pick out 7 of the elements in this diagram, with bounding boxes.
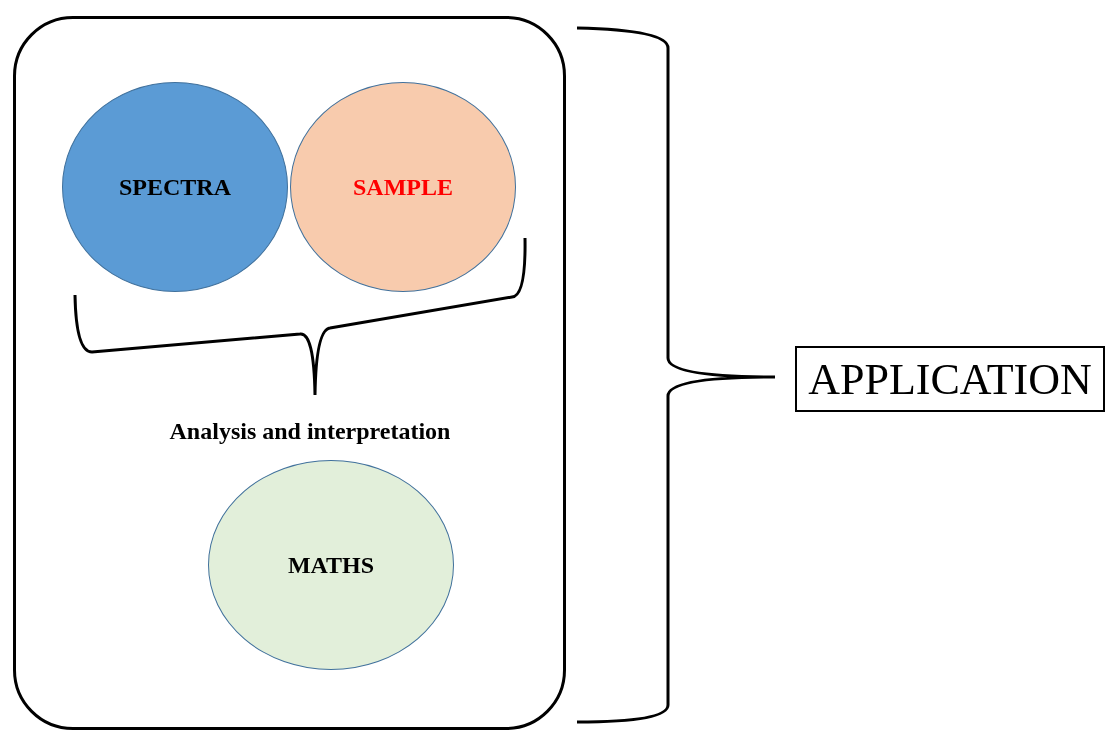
- circle-label: SAMPLE: [353, 173, 453, 201]
- node-label: APPLICATION: [808, 353, 1092, 405]
- annotation-text: Analysis and interpretation: [168, 418, 452, 445]
- circle-label: MATHS: [287, 551, 375, 579]
- circle-label: SPECTRA: [119, 173, 231, 201]
- rounded-frame: [13, 16, 566, 730]
- text-box: [795, 346, 1105, 412]
